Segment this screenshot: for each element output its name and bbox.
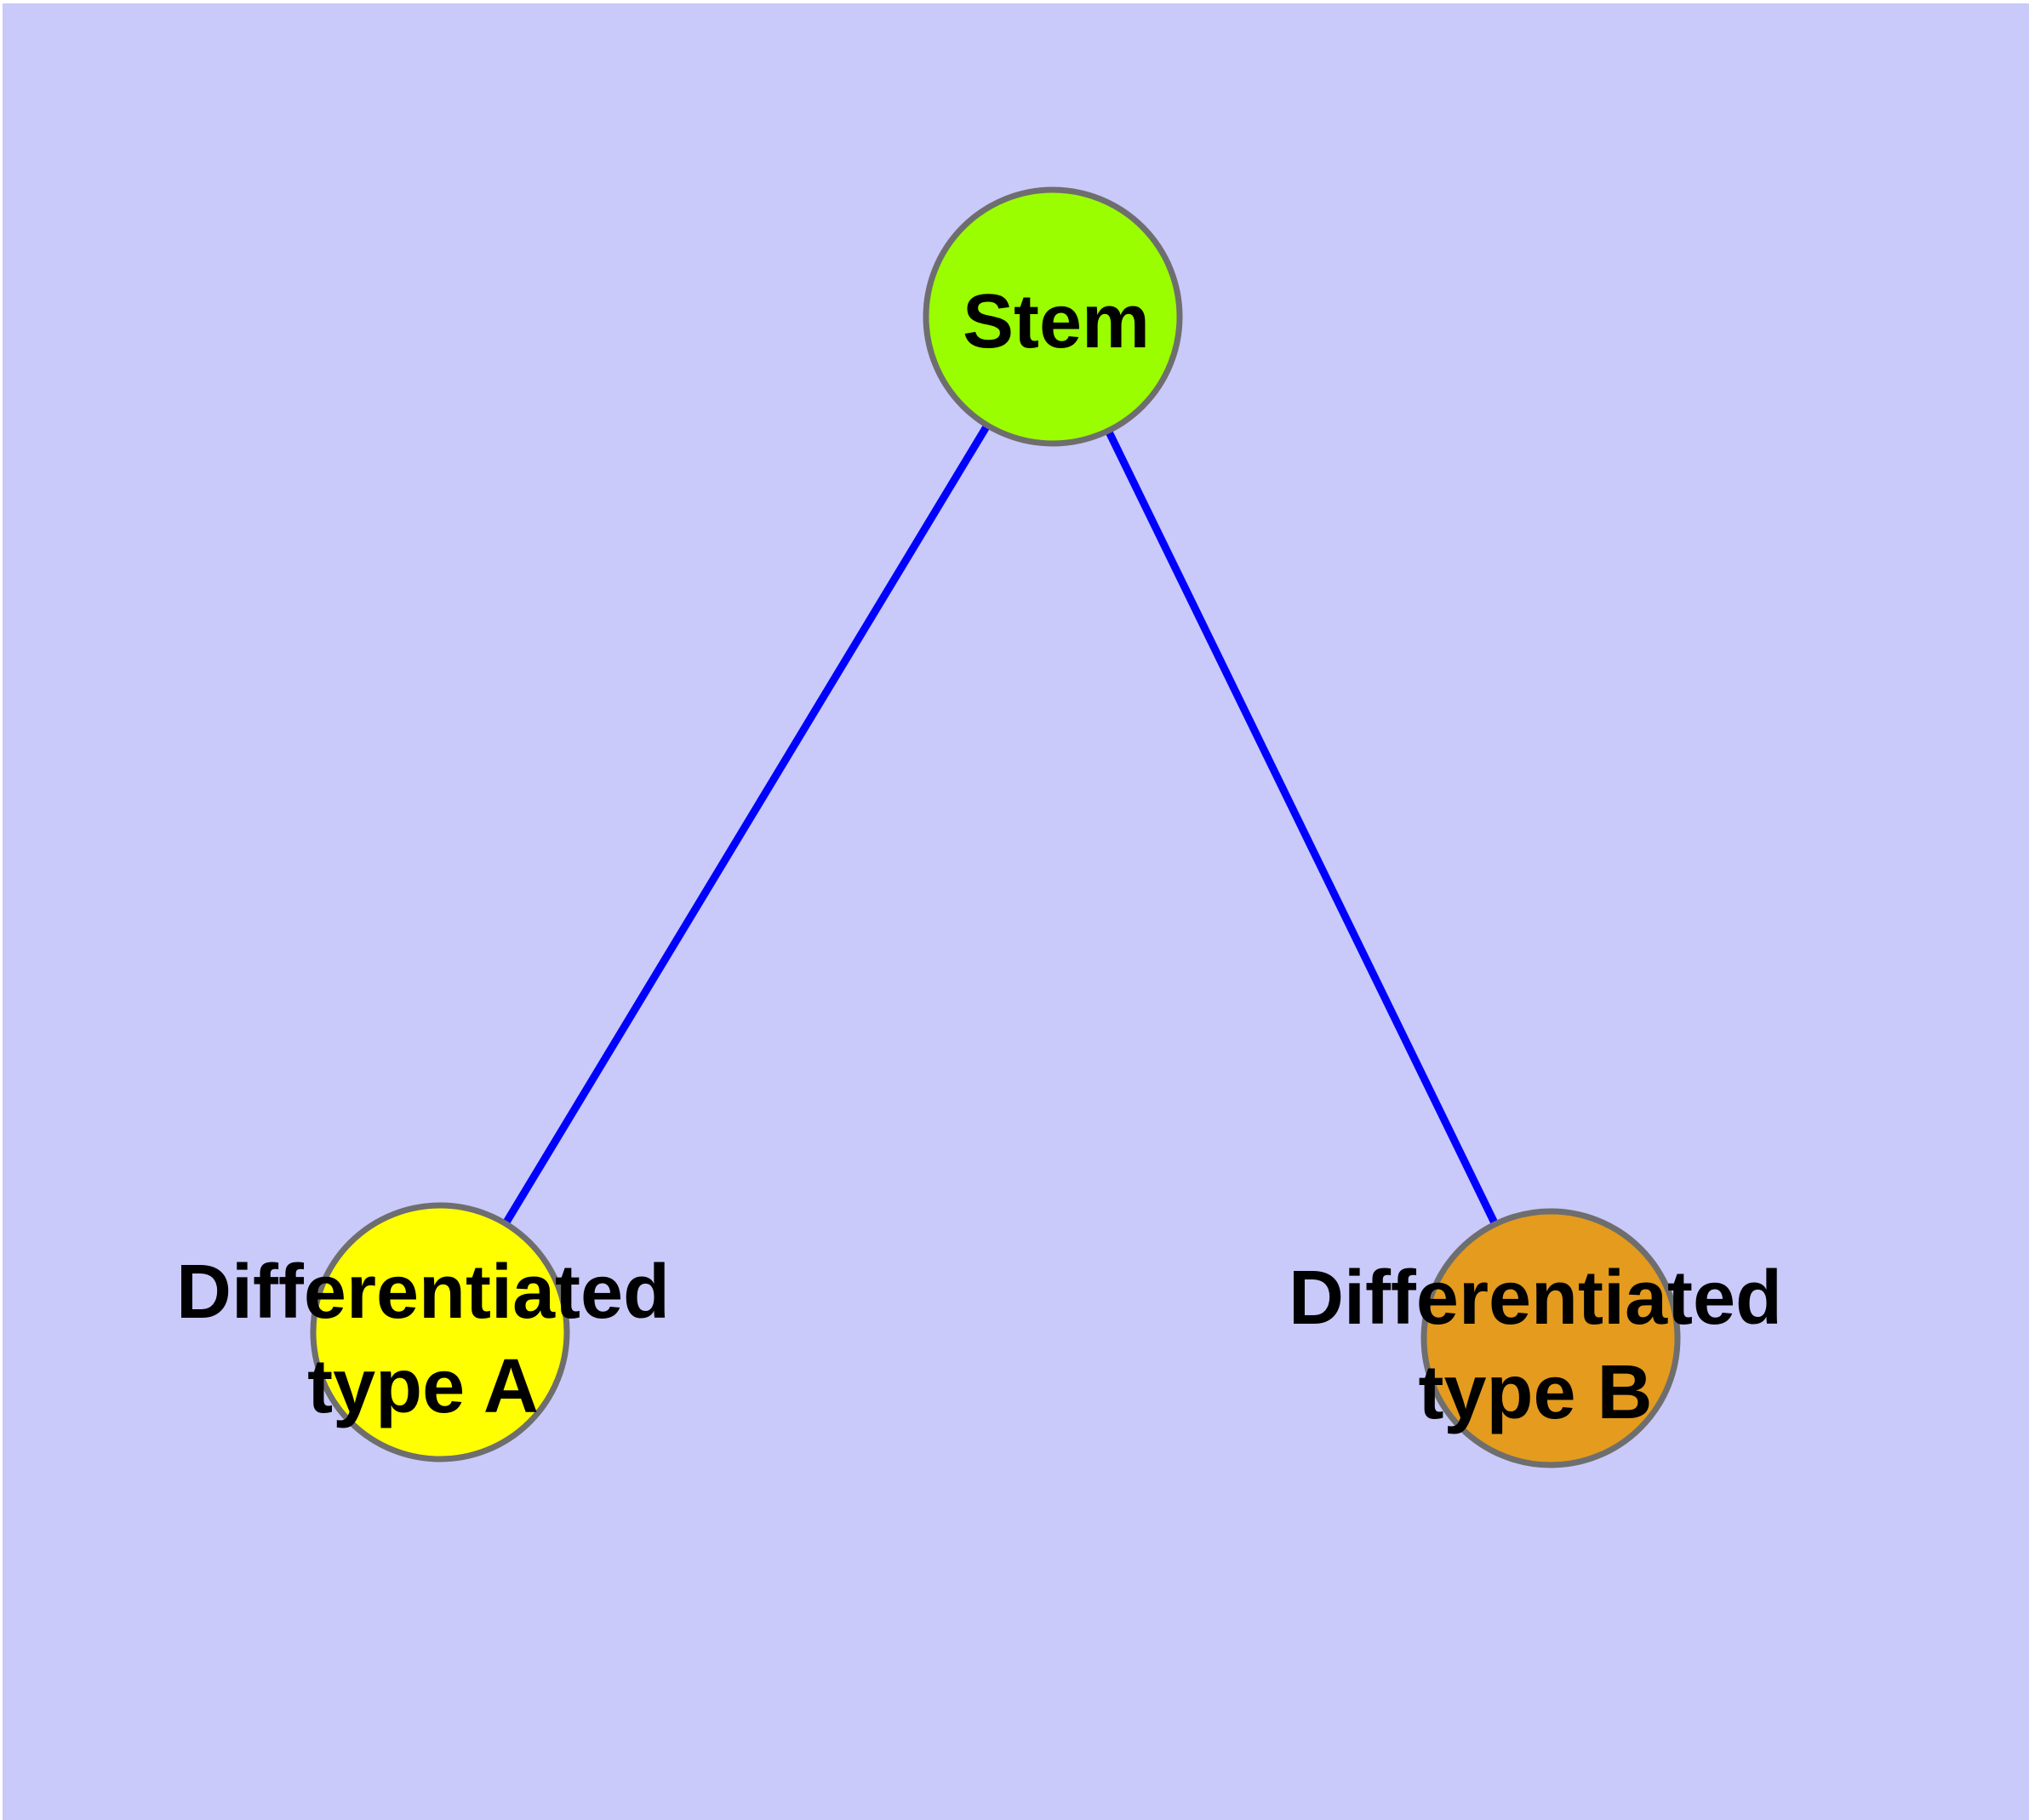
left-margin-strip [0, 0, 3, 1820]
node-stem [923, 186, 1183, 447]
edge-stem-to-type-b [1049, 315, 1555, 1340]
node-differentiated-type-b [1420, 1208, 1681, 1468]
node-label-type-b-line1: Differentiated [1289, 1256, 1782, 1341]
node-label-type-a-line1: Differentiated [176, 1250, 670, 1335]
node-label-type-b-line2: type B [1418, 1350, 1652, 1435]
node-label-type-a-line2: type A [307, 1344, 539, 1429]
edge-stem-to-type-a [437, 314, 1056, 1335]
node-label-stem: Stem [963, 279, 1150, 364]
node-differentiated-type-a [310, 1202, 570, 1462]
top-margin-strip [0, 0, 2029, 3]
